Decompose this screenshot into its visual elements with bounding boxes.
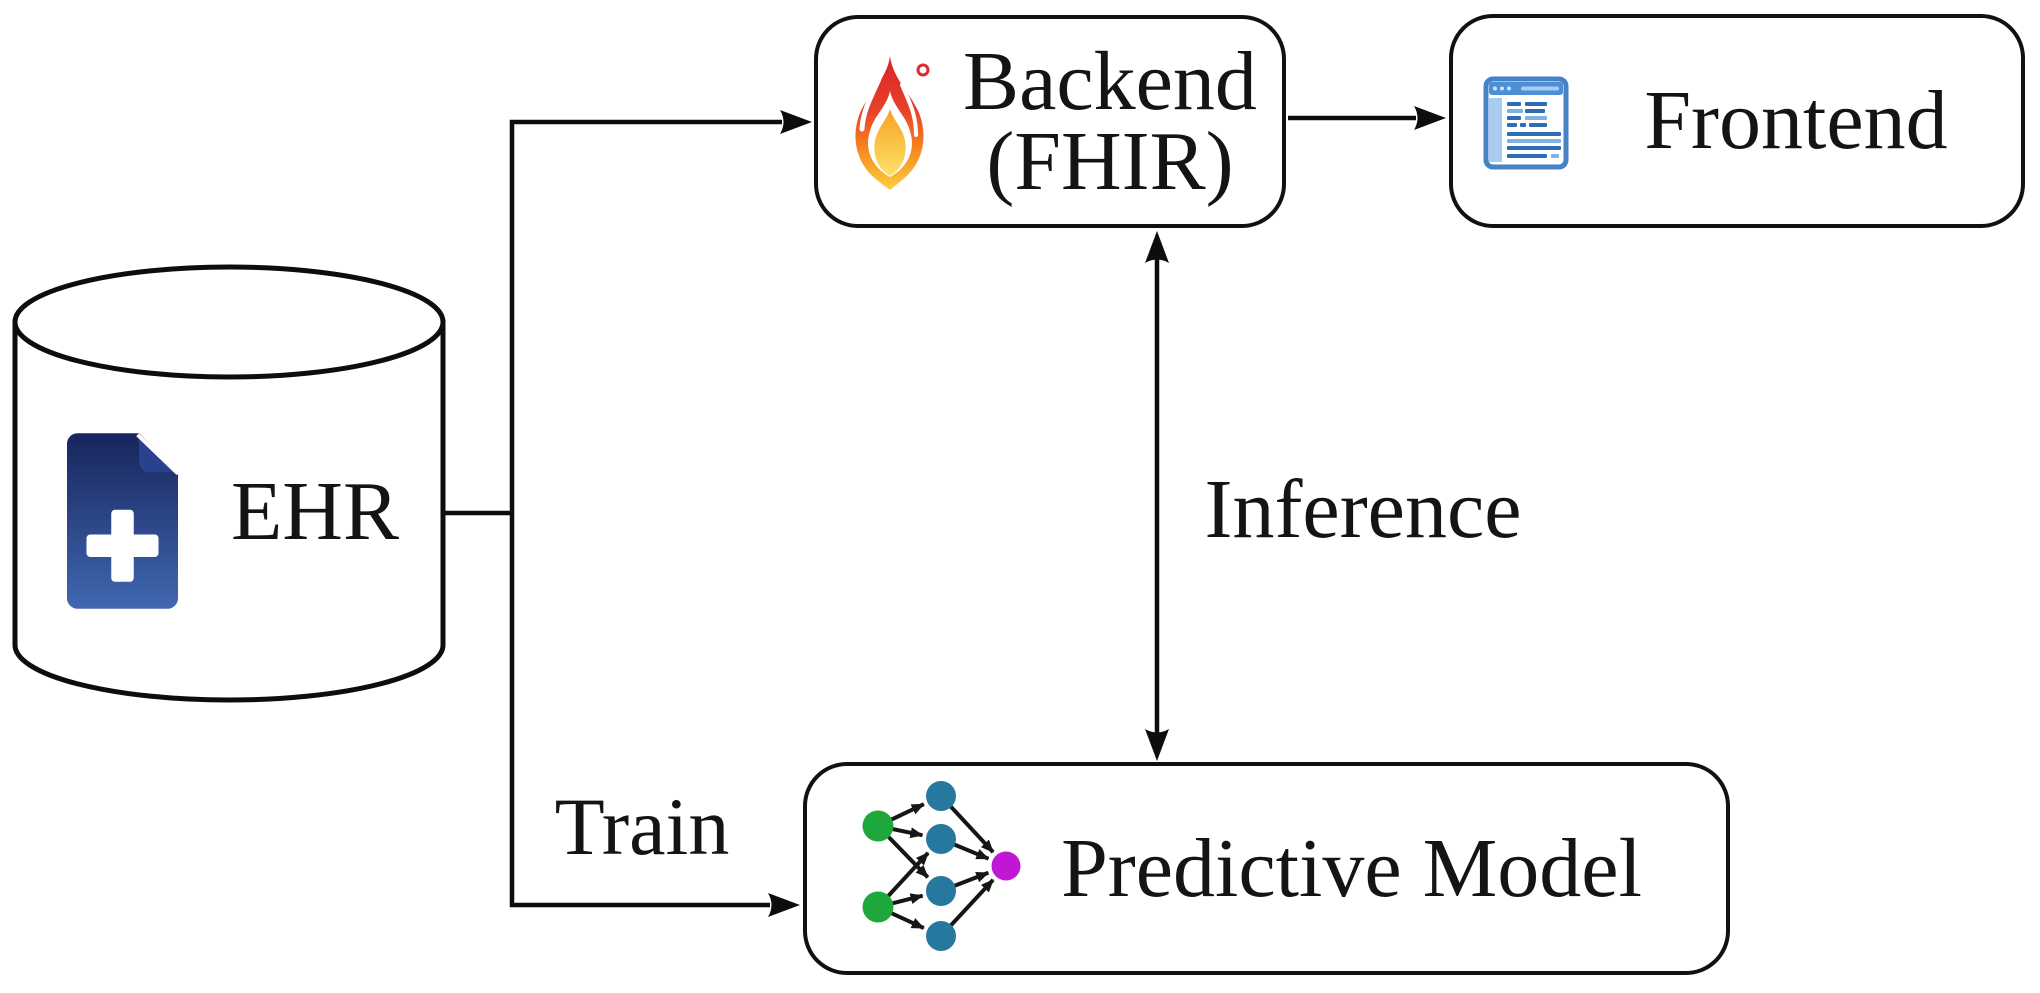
- arrow-backend-to-frontend: [1288, 106, 1446, 130]
- ehr-node-label: EHR: [215, 470, 415, 554]
- arrowhead-train-to-model: [768, 893, 800, 917]
- train-label-text: Train: [554, 781, 730, 872]
- ehr-label-text: EHR: [231, 465, 399, 558]
- frontend-label-text: Frontend: [1644, 74, 1948, 168]
- backend-label-line1: Backend: [963, 34, 1257, 128]
- neural-network-icon: [862, 781, 1022, 953]
- fhir-flame-icon: [841, 53, 939, 207]
- backend-label-line2: (FHIR): [986, 114, 1234, 208]
- arrowhead-ehr-to-backend: [780, 110, 812, 134]
- frontend-node-label: Frontend: [1573, 18, 2019, 224]
- arrow-inference-bidirectional: [1145, 231, 1169, 761]
- ehr-branch-line: [509, 119, 782, 908]
- inference-edge-label: Inference: [1113, 468, 1613, 552]
- backend-node-label: Backend (FHIR): [948, 19, 1272, 224]
- train-edge-label: Train: [512, 786, 772, 868]
- predictive-model-node-label: Predictive Model: [1022, 766, 1681, 971]
- medical-document-icon: [55, 430, 190, 612]
- predictive-model-node: Predictive Model: [803, 762, 1730, 975]
- inference-label-text: Inference: [1204, 463, 1522, 556]
- arrow-ehr-trunk: [441, 119, 782, 908]
- browser-window-icon: [1483, 76, 1569, 170]
- backend-node: Backend (FHIR): [814, 15, 1286, 228]
- predictive-model-label-text: Predictive Model: [1061, 821, 1642, 915]
